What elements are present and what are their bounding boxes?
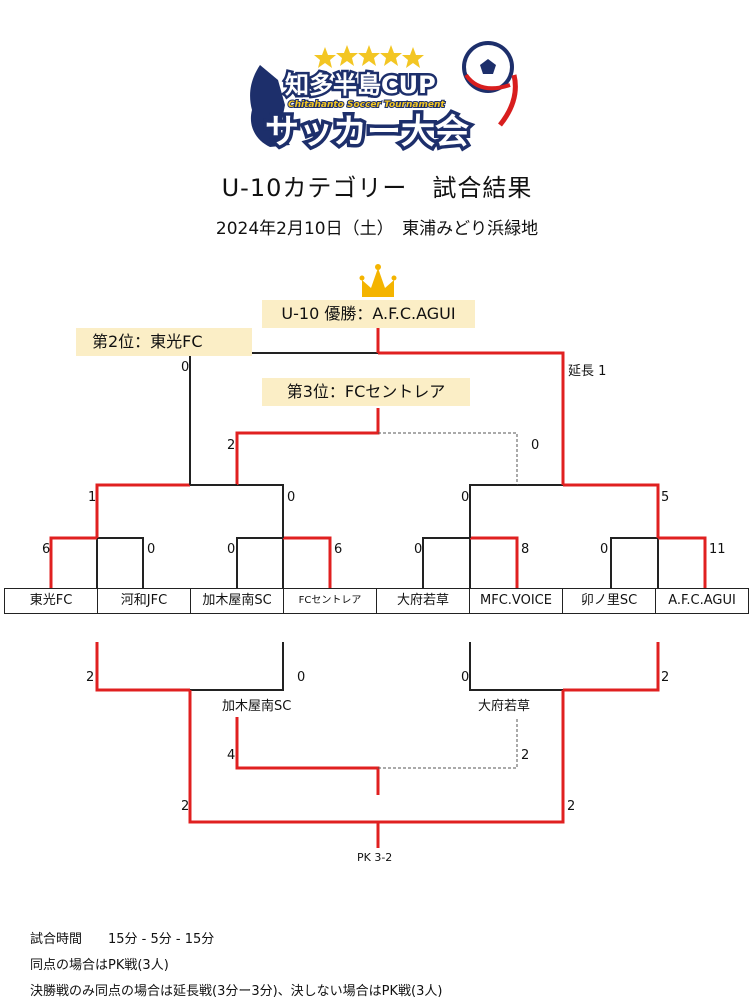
score-final-left: 0 (181, 360, 190, 375)
score-r1: 11 (709, 542, 726, 557)
score-final-right: 延長 1 (568, 364, 607, 379)
lower-semi-team: 大府若草 (478, 699, 531, 714)
winner-banner: U-10 優勝：A.F.C.AGUI (262, 300, 475, 328)
team-cell: FCセントレア (284, 589, 377, 613)
score-r1: 0 (414, 542, 423, 557)
score-r1: 6 (42, 542, 51, 557)
lower-final-score: 2 (181, 799, 190, 814)
score-r2: 0 (287, 490, 296, 505)
page-title: U-10カテゴリー 試合結果 (221, 174, 533, 202)
match-r1-1 (96, 537, 144, 588)
match-r1-2 (236, 537, 284, 588)
lower-r1-2 (469, 642, 563, 691)
event-date-venue: 2024年2月10日（土） 東浦みどり浜緑地 (215, 219, 539, 239)
third-place-banner: 第3位：FCセントレア (262, 378, 470, 406)
match-r1-3 (422, 537, 471, 588)
score-r1: 6 (334, 542, 343, 557)
score-r1: 8 (521, 542, 530, 557)
team-cell: A.F.C.AGUI (668, 593, 736, 608)
stars-icon (314, 45, 424, 68)
score-third-right: 0 (531, 438, 540, 453)
match-r2-2 (469, 484, 563, 538)
soccer-ball-icon (462, 41, 518, 127)
note-tie-rule: 同点の場合はPK戦(3人) (30, 958, 169, 973)
team-cell: 卯ノ里SC (563, 589, 656, 613)
note-match-time: 試合時間 15分 - 5分 - 15分 (30, 932, 215, 947)
logo-line2: Chitahanto Soccer Tournament (288, 100, 445, 110)
lower-final-score: 2 (567, 799, 576, 814)
team-cell: 東光FC (5, 589, 98, 613)
score-r2: 1 (88, 490, 97, 505)
lower-r1-1 (95, 642, 190, 692)
lower-score-r1: 0 (297, 670, 306, 685)
team-cell: 大府若草 (377, 589, 470, 613)
tournament-logo: 知多半島CUP Chitahanto Soccer Tournament サッカ… (230, 35, 530, 160)
score-r1: 0 (227, 542, 236, 557)
lower-semi-score: 4 (227, 748, 236, 763)
score-r2: 5 (661, 490, 670, 505)
match-final (189, 352, 378, 485)
lower-score-r1: 0 (461, 670, 470, 685)
match-r1-4 (610, 537, 659, 588)
match-third (235, 408, 380, 485)
score-r1: 0 (600, 542, 609, 557)
score-third-left: 2 (227, 438, 236, 453)
logo-line3: サッカー大会 (265, 112, 469, 152)
teams-row: 東光FC 河和JFC 加木屋南SC FCセントレア 大府若草 MFC.VOICE… (4, 588, 749, 614)
lower-semi-score: 2 (521, 748, 530, 763)
lower-final (188, 690, 378, 824)
crown-icon (359, 264, 397, 297)
score-r1: 0 (147, 542, 156, 557)
peninsula-silhouette (250, 65, 290, 147)
lower-semi (235, 717, 380, 795)
lower-score-r1: 2 (86, 670, 95, 685)
lower-score-r1: 2 (661, 670, 670, 685)
second-place-banner: 第2位：東光FC (76, 328, 252, 356)
team-cell: MFC.VOICE (470, 589, 563, 613)
note-final-rule: 決勝戦のみ同点の場合は延長戦(3分ー3分)、決しない場合はPK戦(3人) (30, 984, 443, 999)
team-cell: 河和JFC (98, 589, 191, 613)
score-r2: 0 (461, 490, 470, 505)
lower-semi-team: 加木屋南SC (222, 699, 292, 714)
pk-result: PK 3-2 (357, 851, 393, 864)
team-cell: 加木屋南SC (191, 589, 284, 613)
match-r2-1 (95, 483, 190, 538)
logo-line1: 知多半島CUP (285, 71, 436, 99)
